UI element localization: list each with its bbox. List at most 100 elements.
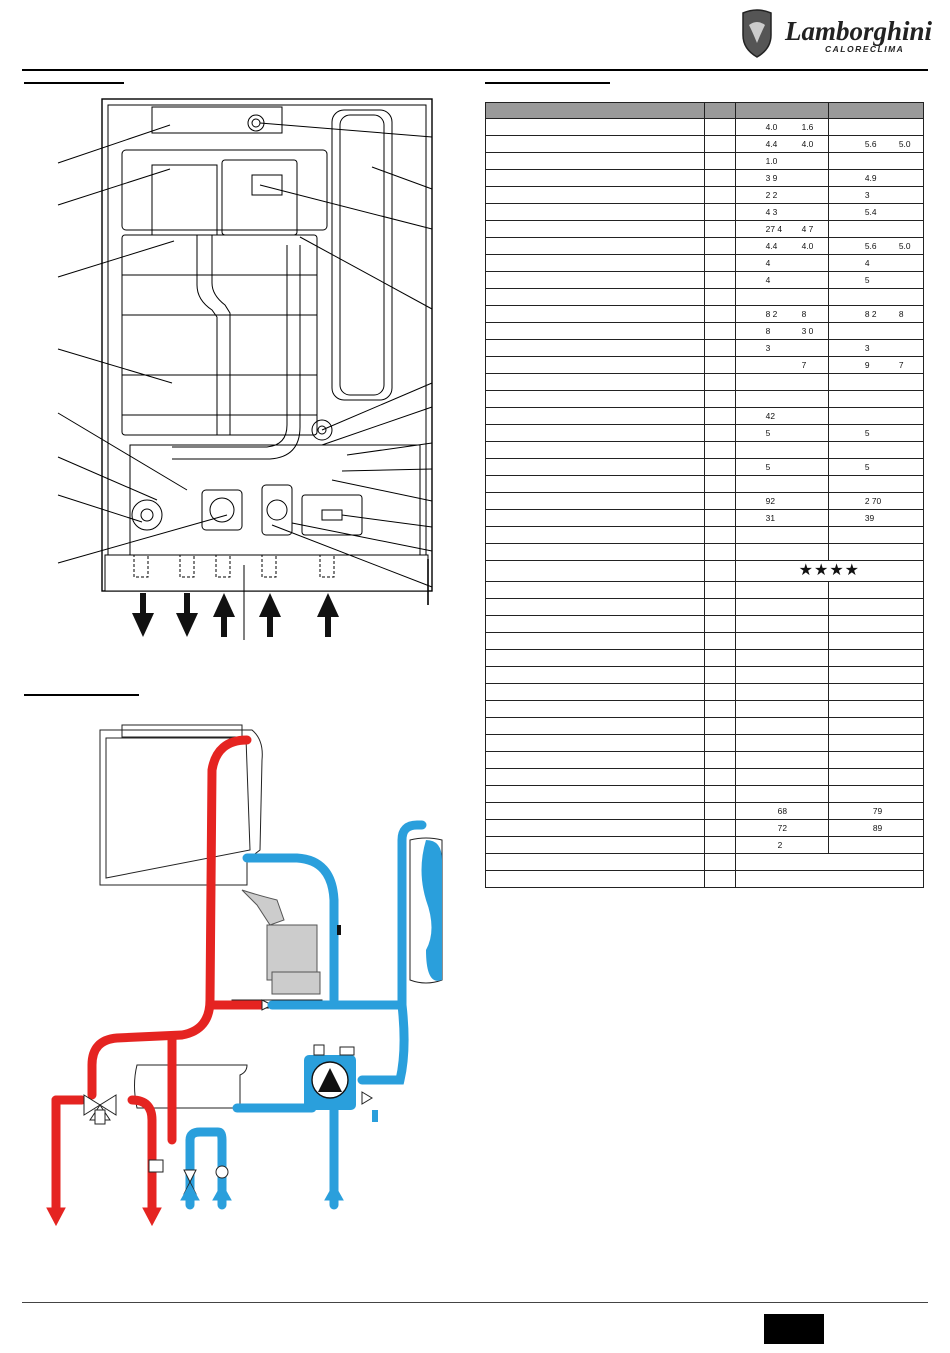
table-value: 3 9 [765, 173, 778, 183]
table-row: 42 [484, 407, 925, 425]
table-row [484, 870, 925, 888]
table-cell [827, 632, 925, 650]
table-value: 5 [864, 275, 870, 285]
table-cell [484, 169, 706, 187]
table-cell [704, 254, 736, 272]
table-cell [827, 581, 925, 599]
table-cell [704, 632, 736, 650]
table-cell: 4.9 [827, 169, 925, 187]
table-cell [827, 475, 925, 493]
table-cell: 5.4 [827, 203, 925, 221]
table-cell [704, 768, 736, 786]
table-cell [704, 666, 736, 684]
table-cell [484, 853, 706, 871]
table-cell [734, 768, 829, 786]
table-cell: 4 [734, 271, 829, 289]
table-cell: 3 9 [734, 169, 829, 187]
table-row: 3 9 4.9 [484, 169, 925, 187]
table-row [484, 598, 925, 616]
table-cell [704, 339, 736, 357]
table-value: 5.6 [864, 139, 877, 149]
energy-stars: ★★★★ [734, 560, 925, 582]
table-value: 3 [864, 190, 870, 200]
table-cell [704, 356, 736, 374]
table-cell [704, 271, 736, 289]
table-value: 39 [864, 513, 875, 523]
table-cell [484, 339, 706, 357]
section-line-components [24, 82, 124, 84]
table-row [484, 288, 925, 306]
table-cell [484, 220, 706, 238]
table-cell [484, 186, 706, 204]
table-cell [704, 751, 736, 769]
table-cell [704, 853, 736, 871]
table-row [484, 632, 925, 650]
table-cell: 3 [827, 186, 925, 204]
table-value: 92 [765, 496, 775, 506]
table-cell [484, 666, 706, 684]
table-cell [734, 526, 829, 544]
table-cell [827, 751, 925, 769]
table-cell [704, 819, 736, 837]
table-cell [704, 649, 736, 667]
table-value: 8 2 [765, 309, 778, 319]
table-cell [704, 615, 736, 633]
table-cell [827, 526, 925, 544]
table-cell [827, 407, 925, 425]
table-row: 1.0 [484, 152, 925, 170]
table-cell [484, 458, 706, 476]
table-cell: 5 [734, 458, 829, 476]
table-row [484, 581, 925, 599]
table-cell [827, 288, 925, 306]
table-cell [734, 632, 829, 650]
table-value: 5 [864, 462, 870, 472]
table-value: 8 [765, 326, 771, 336]
table-row [484, 666, 925, 684]
table-cell [484, 802, 706, 820]
table-value: 5.0 [898, 241, 911, 251]
table-cell: 79 [827, 802, 925, 820]
table-cell [827, 543, 925, 561]
table-cell [704, 717, 736, 735]
table-value: 7 [898, 360, 904, 370]
table-value: 5 [765, 462, 771, 472]
table-row [484, 717, 925, 735]
table-cell [484, 870, 706, 888]
table-value: 5.0 [898, 139, 911, 149]
table-cell [704, 390, 736, 408]
table-cell [704, 785, 736, 803]
table-cell [484, 475, 706, 493]
header-cell [734, 102, 829, 119]
header-cell [704, 102, 736, 119]
table-value: 2 [777, 840, 783, 850]
table-cell: 42 [734, 407, 829, 425]
table-cell [827, 598, 925, 616]
table-cell [484, 407, 706, 425]
table-cell [734, 441, 829, 459]
brand-sub: CALORECLIMA [825, 44, 904, 54]
table-cell [827, 441, 925, 459]
table-cell [734, 785, 829, 803]
table-cell [484, 632, 706, 650]
table-cell [484, 424, 706, 442]
table-cell [704, 526, 736, 544]
table-row [484, 543, 925, 561]
table-row [484, 390, 925, 408]
table-cell [704, 560, 736, 582]
table-value: 4 [765, 275, 771, 285]
table-row [484, 785, 925, 803]
table-cell [827, 152, 925, 170]
table-value: 4.4 [765, 139, 778, 149]
table-cell: 5 [734, 424, 829, 442]
